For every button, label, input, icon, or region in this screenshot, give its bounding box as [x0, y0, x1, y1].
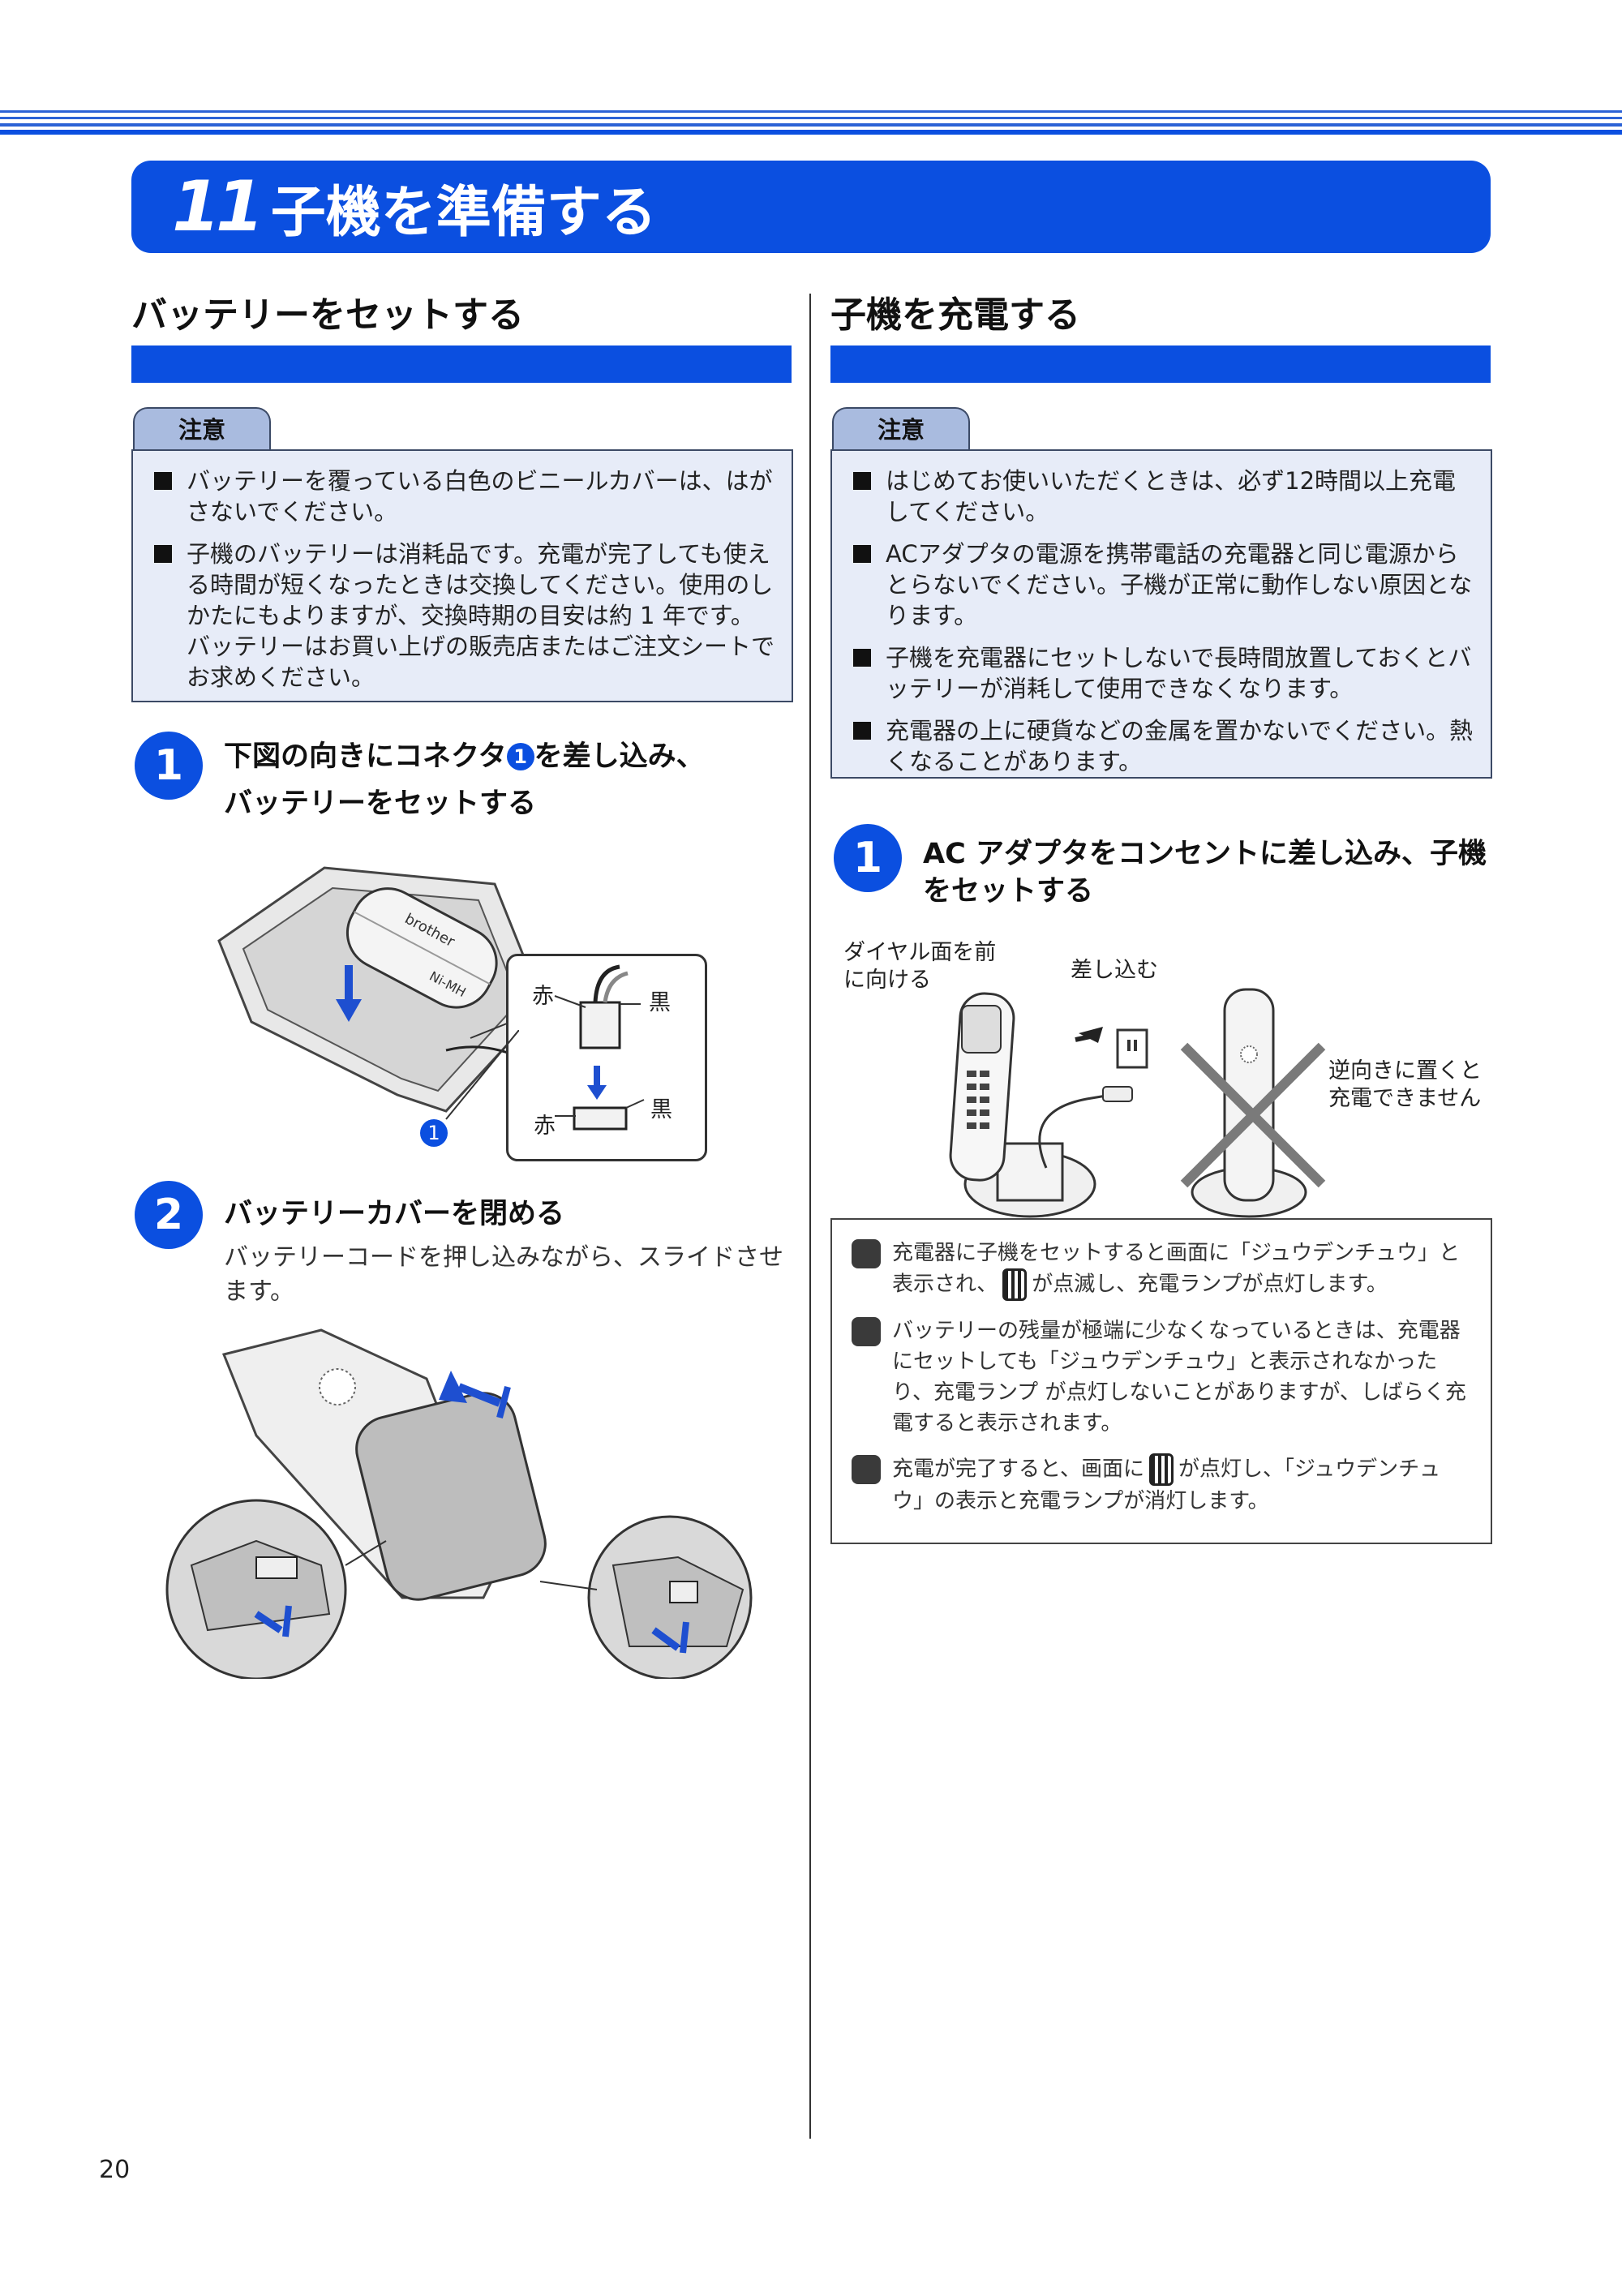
left-step2-desc: バッテリーコードを押し込みながら、スライドさせます。	[224, 1243, 783, 1306]
note-item: バッテリーの残量が極端に少なくなっているときは、充電器にセットしても「ジュウデン…	[852, 1315, 1471, 1439]
bullet-square-icon	[853, 649, 871, 667]
note-pencil-icon	[852, 1239, 881, 1268]
left-section-bar	[131, 345, 792, 383]
right-step1-number: 1	[834, 824, 902, 892]
red-label: 赤	[532, 984, 554, 1009]
battery-blink-icon	[1002, 1268, 1028, 1301]
left-step1-number: 1	[135, 732, 203, 800]
bullet-square-icon	[853, 722, 871, 740]
bullet-square-icon	[853, 472, 871, 490]
callout-1-icon: 1	[506, 743, 534, 770]
charger-illustration	[949, 988, 1326, 1218]
callout-1-icon: 1	[420, 1119, 448, 1147]
column-divider	[809, 294, 811, 2139]
page-number: 20	[99, 2156, 131, 2184]
right-caution-item: ACアダプタの電源を携帯電話の充電器と同じ電源からとらないでください。子機が正常…	[850, 539, 1476, 631]
left-section-heading: バッテリーをセットする	[131, 294, 524, 336]
black-label: 黒	[650, 1097, 672, 1122]
note-item: 充電が完了すると、画面にが点灯し、「ジュウデンチュウ」の表示と充電ランプが消灯し…	[852, 1453, 1471, 1517]
bullet-square-icon	[154, 545, 172, 563]
red-label: 赤	[534, 1114, 556, 1139]
left-caution-item: バッテリーを覆っている白色のビニールカバーは、はがさないでください。	[151, 466, 777, 527]
note-item: 充電器に子機をセットすると画面に「ジュウデンチュウ」と表示され、が点滅し、充電ラ…	[852, 1238, 1471, 1301]
callout-leader-line	[445, 1030, 519, 1120]
battery-install-illustration: brother Ni-MH	[217, 866, 545, 1113]
chapter-number: 11	[172, 166, 264, 247]
note-pencil-icon	[852, 1455, 881, 1484]
chapter-banner: 11 子機を準備する	[131, 161, 1491, 253]
chapter-title: 子機を準備する	[270, 180, 657, 245]
note-pencil-icon	[852, 1317, 881, 1346]
left-step2-title: バッテリーカバーを閉める	[224, 1198, 565, 1230]
left-caution-box: バッテリーを覆っている白色のビニールカバーは、はがさないでください。 子機のバッ…	[131, 449, 793, 702]
right-section-heading: 子機を充電する	[830, 294, 1080, 336]
right-caution-item: 子機を充電器にセットしないで長時間放置しておくとバッテリーが消耗して使用できなく…	[850, 642, 1476, 704]
left-step2-number: 2	[135, 1181, 203, 1249]
battery-full-icon	[1148, 1453, 1174, 1486]
right-caution-item: 充電器の上に硬貨などの金属を置かないでください。熱くなることがあります。	[850, 715, 1476, 777]
right-caution-box: はじめてお使いいただくときは、必ず12時間以上充電してください。 ACアダプタの…	[830, 449, 1492, 779]
bullet-square-icon	[853, 545, 871, 563]
insert-label: 差し込む	[1071, 958, 1158, 983]
right-caution-item: はじめてお使いいただくときは、必ず12時間以上充電してください。	[850, 466, 1476, 527]
left-caution-tab: 注意	[133, 407, 271, 451]
reverse-warning-label: 逆向きに置くと充電できません	[1328, 1058, 1482, 1111]
right-step1-title: AC アダプタをコンセントに差し込み、子機をセットする	[923, 838, 1487, 908]
header-rules	[0, 110, 1622, 135]
dial-face-label: ダイヤル面を前に向ける	[843, 940, 997, 993]
left-caution-item: 子機のバッテリーは消耗品です。充電が完了しても使える時間が短くなったときは交換し…	[151, 539, 777, 693]
right-section-bar	[830, 345, 1491, 383]
battery-cover-illustration	[165, 1328, 753, 1679]
connector-inset-drawing	[554, 964, 645, 1131]
right-caution-tab: 注意	[832, 407, 970, 451]
black-label: 黒	[649, 990, 671, 1015]
bullet-square-icon	[154, 472, 172, 490]
notes-box: 充電器に子機をセットすると画面に「ジュウデンチュウ」と表示され、が点滅し、充電ラ…	[830, 1218, 1492, 1544]
